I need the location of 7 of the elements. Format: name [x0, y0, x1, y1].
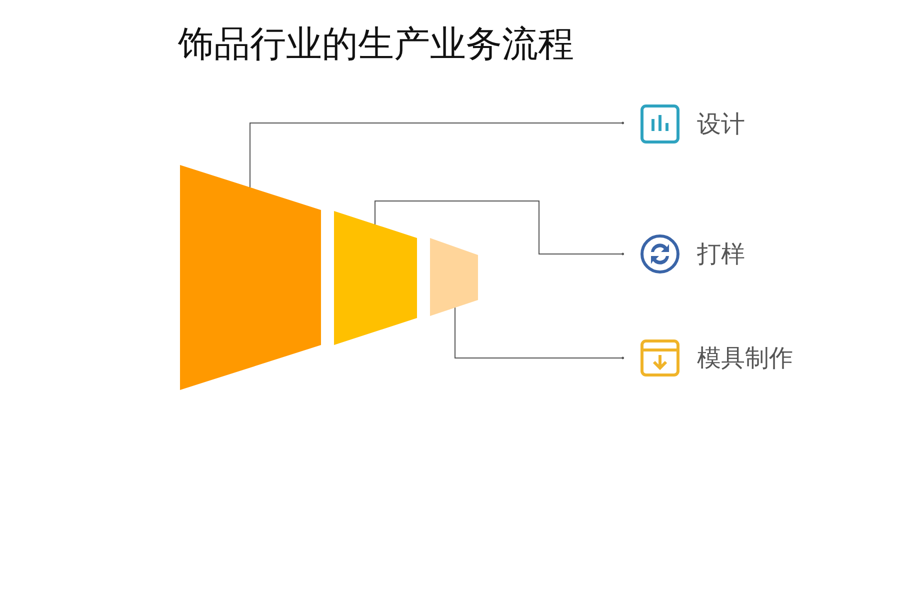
leader-line: [374, 200, 624, 256]
step-label: 打样: [697, 239, 745, 270]
step-label: 模具制作: [697, 343, 793, 374]
title: 饰品行业的生产业务流程: [178, 23, 574, 67]
leader-line: [454, 307, 624, 360]
leader-line: [250, 122, 624, 188]
step-label: 设计: [697, 109, 745, 140]
